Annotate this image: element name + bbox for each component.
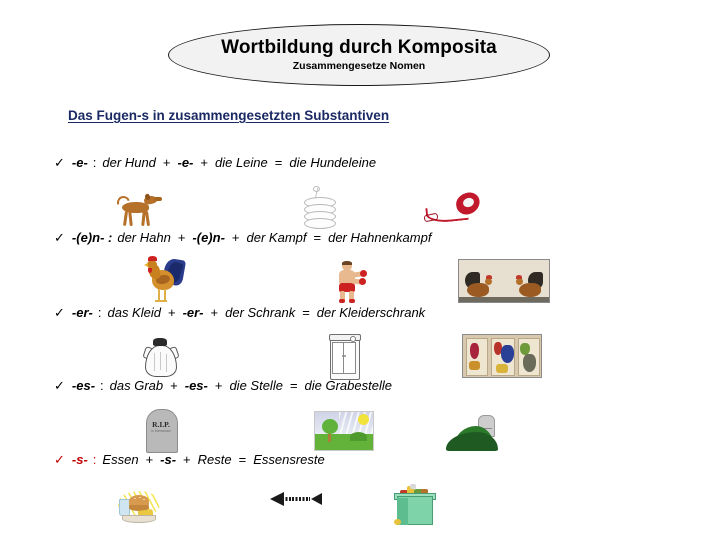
word1-en: der Hahn [117, 230, 171, 245]
formula-e: ✓ -e- : der Hund + -e- + die Leine = die… [54, 155, 694, 170]
dog-clipart [114, 193, 162, 228]
section-heading: Das Fugen-s in zusammengesetzten Substan… [68, 108, 390, 123]
colon-e: : [92, 155, 97, 170]
affix-mid-e: -e- [177, 155, 194, 170]
word2-er: der Schrank [225, 305, 296, 320]
plus2-es: + [214, 378, 223, 393]
rooster-clipart [144, 256, 187, 303]
trash-bin-clipart [394, 481, 436, 525]
illustrations-s [54, 467, 694, 525]
affix-mid-en: -(e)n- [192, 230, 225, 245]
rule-row-en: ✓ -(e)n- : der Hahn + -(e)n- + der Kampf… [54, 230, 694, 303]
colon-s: : [92, 452, 97, 467]
word1-er: das Kleid [107, 305, 161, 320]
affix-label-s: -s- [71, 452, 88, 467]
word2-en: der Kampf [246, 230, 307, 245]
affix-label-e: -e- [71, 155, 88, 170]
wardrobe-clipart [329, 334, 361, 380]
word1-s: Essen [102, 452, 139, 467]
equals-en: = [313, 230, 322, 245]
plus1-en: + [177, 230, 186, 245]
checkmark-icon: ✓ [54, 378, 65, 393]
dog-leash-clipart [423, 189, 483, 228]
equals-er: = [302, 305, 310, 320]
plus1-e: + [162, 155, 171, 170]
formula-s: ✓ -s- : Essen + -s- + Reste = Essensrest… [54, 452, 694, 467]
checkmark-icon: ✓ [54, 452, 65, 467]
plus2-e: + [200, 155, 208, 170]
checkmark-icon: ✓ [54, 155, 65, 170]
plus2-er: + [210, 305, 219, 320]
rule-row-er: ✓ -er- : das Kleid + -er- + der Schrank … [54, 305, 694, 380]
result-er: der Kleiderschrank [316, 305, 426, 320]
plus1-s: + [145, 452, 154, 467]
affix-label-en: -(e)n- : [71, 230, 113, 245]
colon-es: : [100, 378, 104, 393]
illustrations-er [54, 320, 694, 380]
affix-mid-s: -s- [160, 452, 177, 467]
cockfight-photo [458, 259, 550, 303]
equals-e: = [274, 155, 283, 170]
plus2-s: + [183, 452, 191, 467]
affix-label-er: -er- [71, 305, 93, 320]
grave-mound-clipart [446, 415, 498, 451]
result-en: der Hahnenkampf [328, 230, 432, 245]
page-subtitle: Zusammengesetze Nomen [292, 60, 426, 73]
illustrations-en [54, 245, 694, 303]
arrow-clipart [270, 491, 322, 507]
boxer-clipart [334, 261, 367, 303]
formula-es: ✓ -es- : das Grab + -es- + die Stelle = … [54, 378, 694, 393]
result-s: Essensreste [253, 452, 325, 467]
rule-row-s: ✓ -s- : Essen + -s- + Reste = Essensrest… [54, 452, 694, 525]
formula-en: ✓ -(e)n- : der Hahn + -(e)n- + der Kampf… [54, 230, 694, 245]
rule-row-e: ✓ -e- : der Hund + -e- + die Leine = die… [54, 155, 694, 229]
dress-clipart [142, 338, 180, 378]
equals-es: = [289, 378, 298, 393]
food-clipart [116, 491, 160, 525]
word1-e: der Hund [102, 155, 156, 170]
word2-es: die Stelle [229, 378, 283, 393]
closet-clothes-photo [462, 334, 542, 378]
word2-s: Reste [197, 452, 232, 467]
plus1-er: + [167, 305, 176, 320]
result-es: die Grabestelle [304, 378, 392, 393]
rope-coil-clipart [304, 186, 336, 229]
meadow-scene-clipart [314, 411, 374, 451]
colon-er: : [97, 305, 102, 320]
page-title: Wortbildung durch Komposita [221, 36, 497, 58]
word2-e: die Leine [214, 155, 268, 170]
illustrations-e [54, 170, 694, 229]
illustrations-es: R.I.P. In Memoriam [54, 393, 694, 453]
result-e: die Hundeleine [289, 155, 377, 170]
formula-er: ✓ -er- : das Kleid + -er- + der Schrank … [54, 305, 694, 320]
checkmark-icon: ✓ [54, 230, 65, 245]
equals-s: = [238, 452, 247, 467]
word1-es: das Grab [109, 378, 164, 393]
checkmark-icon: ✓ [54, 305, 65, 320]
title-oval: Wortbildung durch Komposita Zusammengese… [168, 24, 550, 86]
affix-label-es: -es- [71, 378, 96, 393]
plus1-es: + [170, 378, 178, 393]
gravestone-clipart: R.I.P. In Memoriam [146, 409, 178, 453]
affix-mid-es: -es- [184, 378, 208, 393]
plus2-en: + [231, 230, 240, 245]
rule-row-es: ✓ -es- : das Grab + -es- + die Stelle = … [54, 378, 694, 453]
affix-mid-er: -er- [182, 305, 204, 320]
